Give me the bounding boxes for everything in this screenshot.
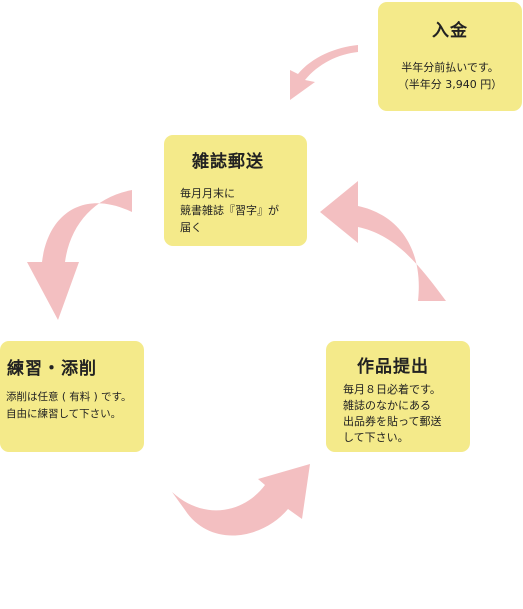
step-body-submit: 毎月８日必着です。 雑誌のなかにある 出品券を貼って郵送 して下さい。	[343, 383, 442, 444]
step-card-submit: 作品提出 毎月８日必着です。 雑誌のなかにある 出品券を貼って郵送 して下さい。	[326, 341, 470, 452]
step-card-deposit: 入金 半年分前払いです。 （半年分 3,940 円）	[378, 2, 522, 111]
step-card-practice: 練習・添削 添削は任意 ( 有料 ) です。 自由に練習して下さい。	[0, 341, 144, 452]
curved-arrow-up-icon	[320, 181, 446, 301]
step-body-practice: 添削は任意 ( 有料 ) です。 自由に練習して下さい。	[6, 391, 132, 420]
step-card-mail: 雑誌郵送 毎月月末に 競書雑誌『習字』が 届く	[164, 135, 307, 246]
step-title-practice: 練習・添削	[7, 359, 97, 379]
step-title-deposit: 入金	[432, 21, 468, 41]
step-title-mail: 雑誌郵送	[192, 152, 264, 172]
step-body-mail: 毎月月末に 競書雑誌『習字』が 届く	[180, 187, 279, 234]
curved-arrow-left-icon	[290, 45, 358, 100]
step-body-deposit: 半年分前払いです。 （半年分 3,940 円）	[397, 61, 503, 91]
curved-arrow-down-icon	[27, 190, 132, 320]
curved-arrow-right-icon	[172, 464, 310, 536]
step-title-submit: 作品提出	[357, 357, 429, 377]
